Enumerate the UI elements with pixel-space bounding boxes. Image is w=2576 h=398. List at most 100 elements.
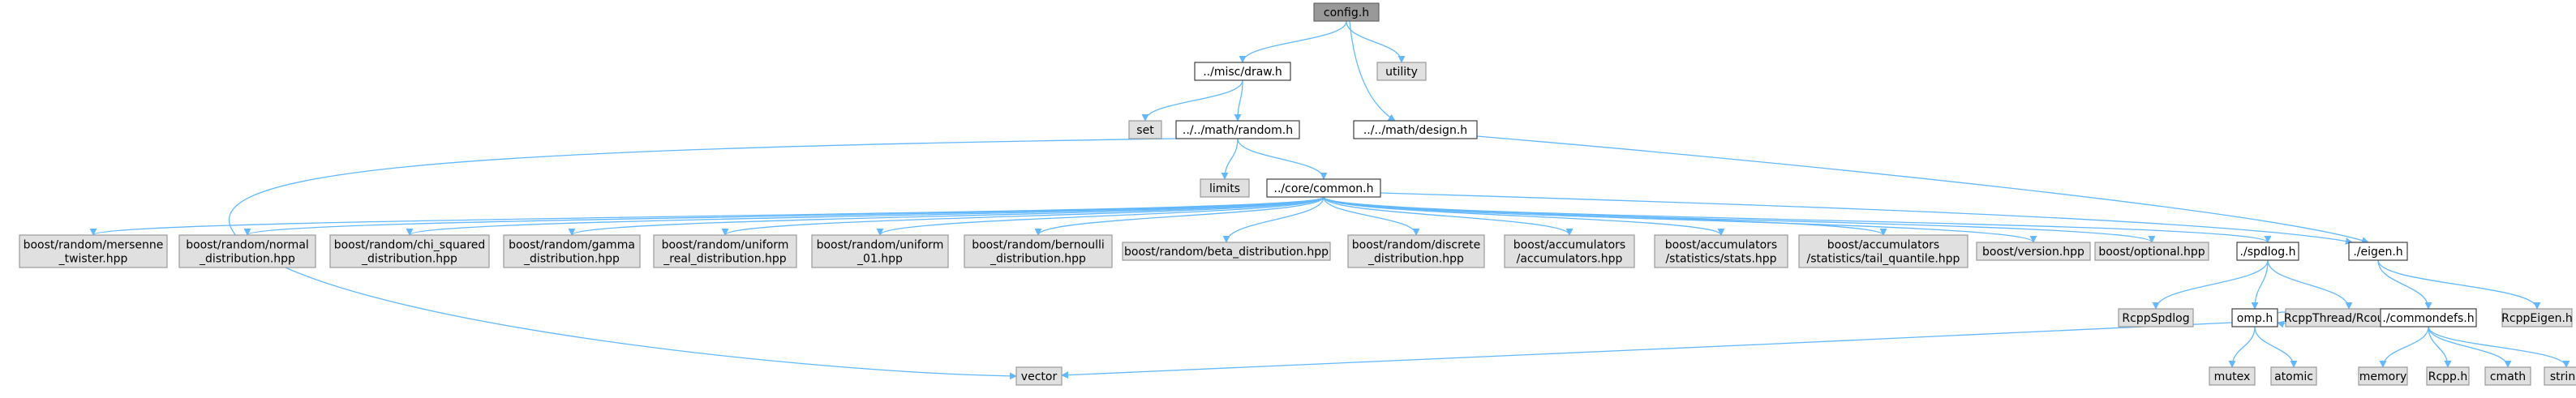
edge-commondefs-to-string [2428,326,2570,368]
edge-omp-to-mutex [2228,326,2256,368]
edge-config-to-draw [1239,20,1347,63]
node-boptional: boost/optional.hpp [2094,242,2209,261]
edge-common-to-boptional [1323,196,2156,243]
edge-common-to-mersenne [90,196,1324,236]
node-box-string [2544,366,2576,386]
edge-common-to-discrete [1323,196,1420,236]
node-random[interactable]: ../../math/random.h [1175,120,1300,139]
node-label-config-0: config.h [1324,6,1369,19]
node-box-mutex [2209,366,2256,386]
node-box-design [1353,120,1478,139]
node-label-gamma-1: _distribution.hpp [523,253,620,266]
edge-common-to-stats [1323,196,1725,236]
node-tailq: boost/accumulators/statistics/tail_quant… [1798,234,1968,268]
node-common[interactable]: ../core/common.h [1266,178,1381,198]
node-label-vector-0: vector [1021,370,1058,383]
node-label-discrete-1: _distribution.hpp [1367,253,1464,266]
edge-common-to-eigen [1380,192,2353,245]
node-label-bversion-0: boost/version.hpp [1982,246,2084,259]
node-box-bernoulli [964,234,1113,268]
edge-commondefs-to-rcpph [2428,326,2452,368]
node-atomic: atomic [2270,366,2317,386]
node-label-chisq-0: boost/random/chi_squared [334,239,486,252]
edge-draw-to-set [1141,79,1243,122]
node-label-bernoulli-0: boost/random/bernoulli [972,239,1105,252]
edge-common-to-normal [243,196,1324,236]
node-box-beta [1122,242,1331,261]
node-label-mutex-0: mutex [2214,370,2251,383]
node-commondefs[interactable]: ./commondefs.h [2380,308,2477,327]
node-unireal: boost/random/uniform_real_distribution.h… [653,234,797,268]
edge-random-to-common [1237,138,1328,180]
edge-common-to-uni01 [876,196,1324,236]
node-eigen[interactable]: ./eigen.h [2348,242,2408,261]
node-label-commondefs-0: ./commondefs.h [2382,312,2474,325]
node-box-limits [1200,178,1250,198]
node-limits: limits [1200,178,1250,198]
node-box-unireal [653,234,797,268]
node-label-spdlog-0: ./spdlog.h [2240,246,2296,259]
node-rcppeigen: RcppEigen.h [2501,308,2573,327]
edge-spdlog-to-rcppspdlog [2152,259,2269,310]
node-label-mersenne-0: boost/random/mersenne [24,239,164,252]
node-box-omp [2231,308,2278,327]
node-label-uni01-0: boost/random/uniform [817,239,944,252]
edge-random-to-vector [228,138,1177,380]
node-label-gamma-0: boost/random/gamma [509,239,635,252]
node-label-unireal-0: boost/random/uniform [662,239,789,252]
node-box-cmath [2484,366,2531,386]
edge-common-to-spdlog [1323,196,2272,243]
node-label-rcpph-0: Rcpp.h [2428,370,2468,383]
node-label-bernoulli-1: _distribution.hpp [990,253,1086,266]
node-rcppspdlog: RcppSpdlog [2118,308,2194,327]
node-label-set-0: set [1136,124,1154,137]
edge-common-to-unireal [721,196,1324,236]
node-box-tailq [1798,234,1968,268]
node-label-beta-0: boost/random/beta_distribution.hpp [1124,246,1329,259]
node-accum: boost/accumulators/accumulators.hpp [1504,234,1635,268]
edge-design-to-eigen [1476,135,2369,244]
node-chisq: boost/random/chi_squared_distribution.hp… [329,234,490,268]
node-label-draw-0: ../misc/draw.h [1203,66,1282,79]
node-box-atomic [2270,366,2317,386]
node-label-normal-0: boost/random/normal [186,239,309,252]
edge-common-to-beta [1222,196,1324,243]
node-label-atomic-0: atomic [2274,370,2313,383]
node-discrete: boost/random/discrete_distribution.hpp [1347,234,1485,268]
node-label-string-0: string [2550,370,2576,383]
edge-random-to-limits [1221,138,1239,180]
node-label-random-0: ../../math/random.h [1183,124,1293,137]
edge-common-to-bernoulli [1034,196,1324,236]
node-box-vector [1015,366,1063,386]
node-draw[interactable]: ../misc/draw.h [1194,62,1291,81]
node-label-memory-0: memory [2359,370,2407,383]
node-label-discrete-0: boost/random/discrete [1352,239,1480,252]
node-box-mersenne [19,234,168,268]
node-box-eigen [2348,242,2408,261]
edge-config-to-design [1349,20,1396,122]
node-uni01: boost/random/uniform_01.hpp [811,234,949,268]
node-box-rcppspdlog [2118,308,2194,327]
node-label-cmath-0: cmath [2490,370,2526,383]
node-design[interactable]: ../../math/design.h [1353,120,1478,139]
node-box-normal [178,234,316,268]
edge-commondefs-to-memory [2379,326,2429,368]
node-spdlog[interactable]: ./spdlog.h [2236,242,2299,261]
node-box-rcpph [2426,366,2470,386]
node-bversion: boost/version.hpp [1976,242,2091,261]
edge-eigen-to-rcppeigen [2377,259,2541,310]
node-set: set [1128,120,1162,139]
node-cmath: cmath [2484,366,2531,386]
node-config[interactable]: config.h [1313,2,1380,22]
node-box-chisq [329,234,490,268]
node-box-discrete [1347,234,1485,268]
node-box-bversion [1976,242,2091,261]
edge-common-to-bversion [1323,196,2037,243]
node-label-tailq-1: /statistics/tail_quantile.hpp [1807,253,1960,266]
node-label-rcppeigen-0: RcppEigen.h [2501,312,2573,325]
node-box-spdlog [2236,242,2299,261]
node-label-accum-1: /accumulators.hpp [1517,253,1623,266]
node-omp[interactable]: omp.h [2231,308,2278,327]
